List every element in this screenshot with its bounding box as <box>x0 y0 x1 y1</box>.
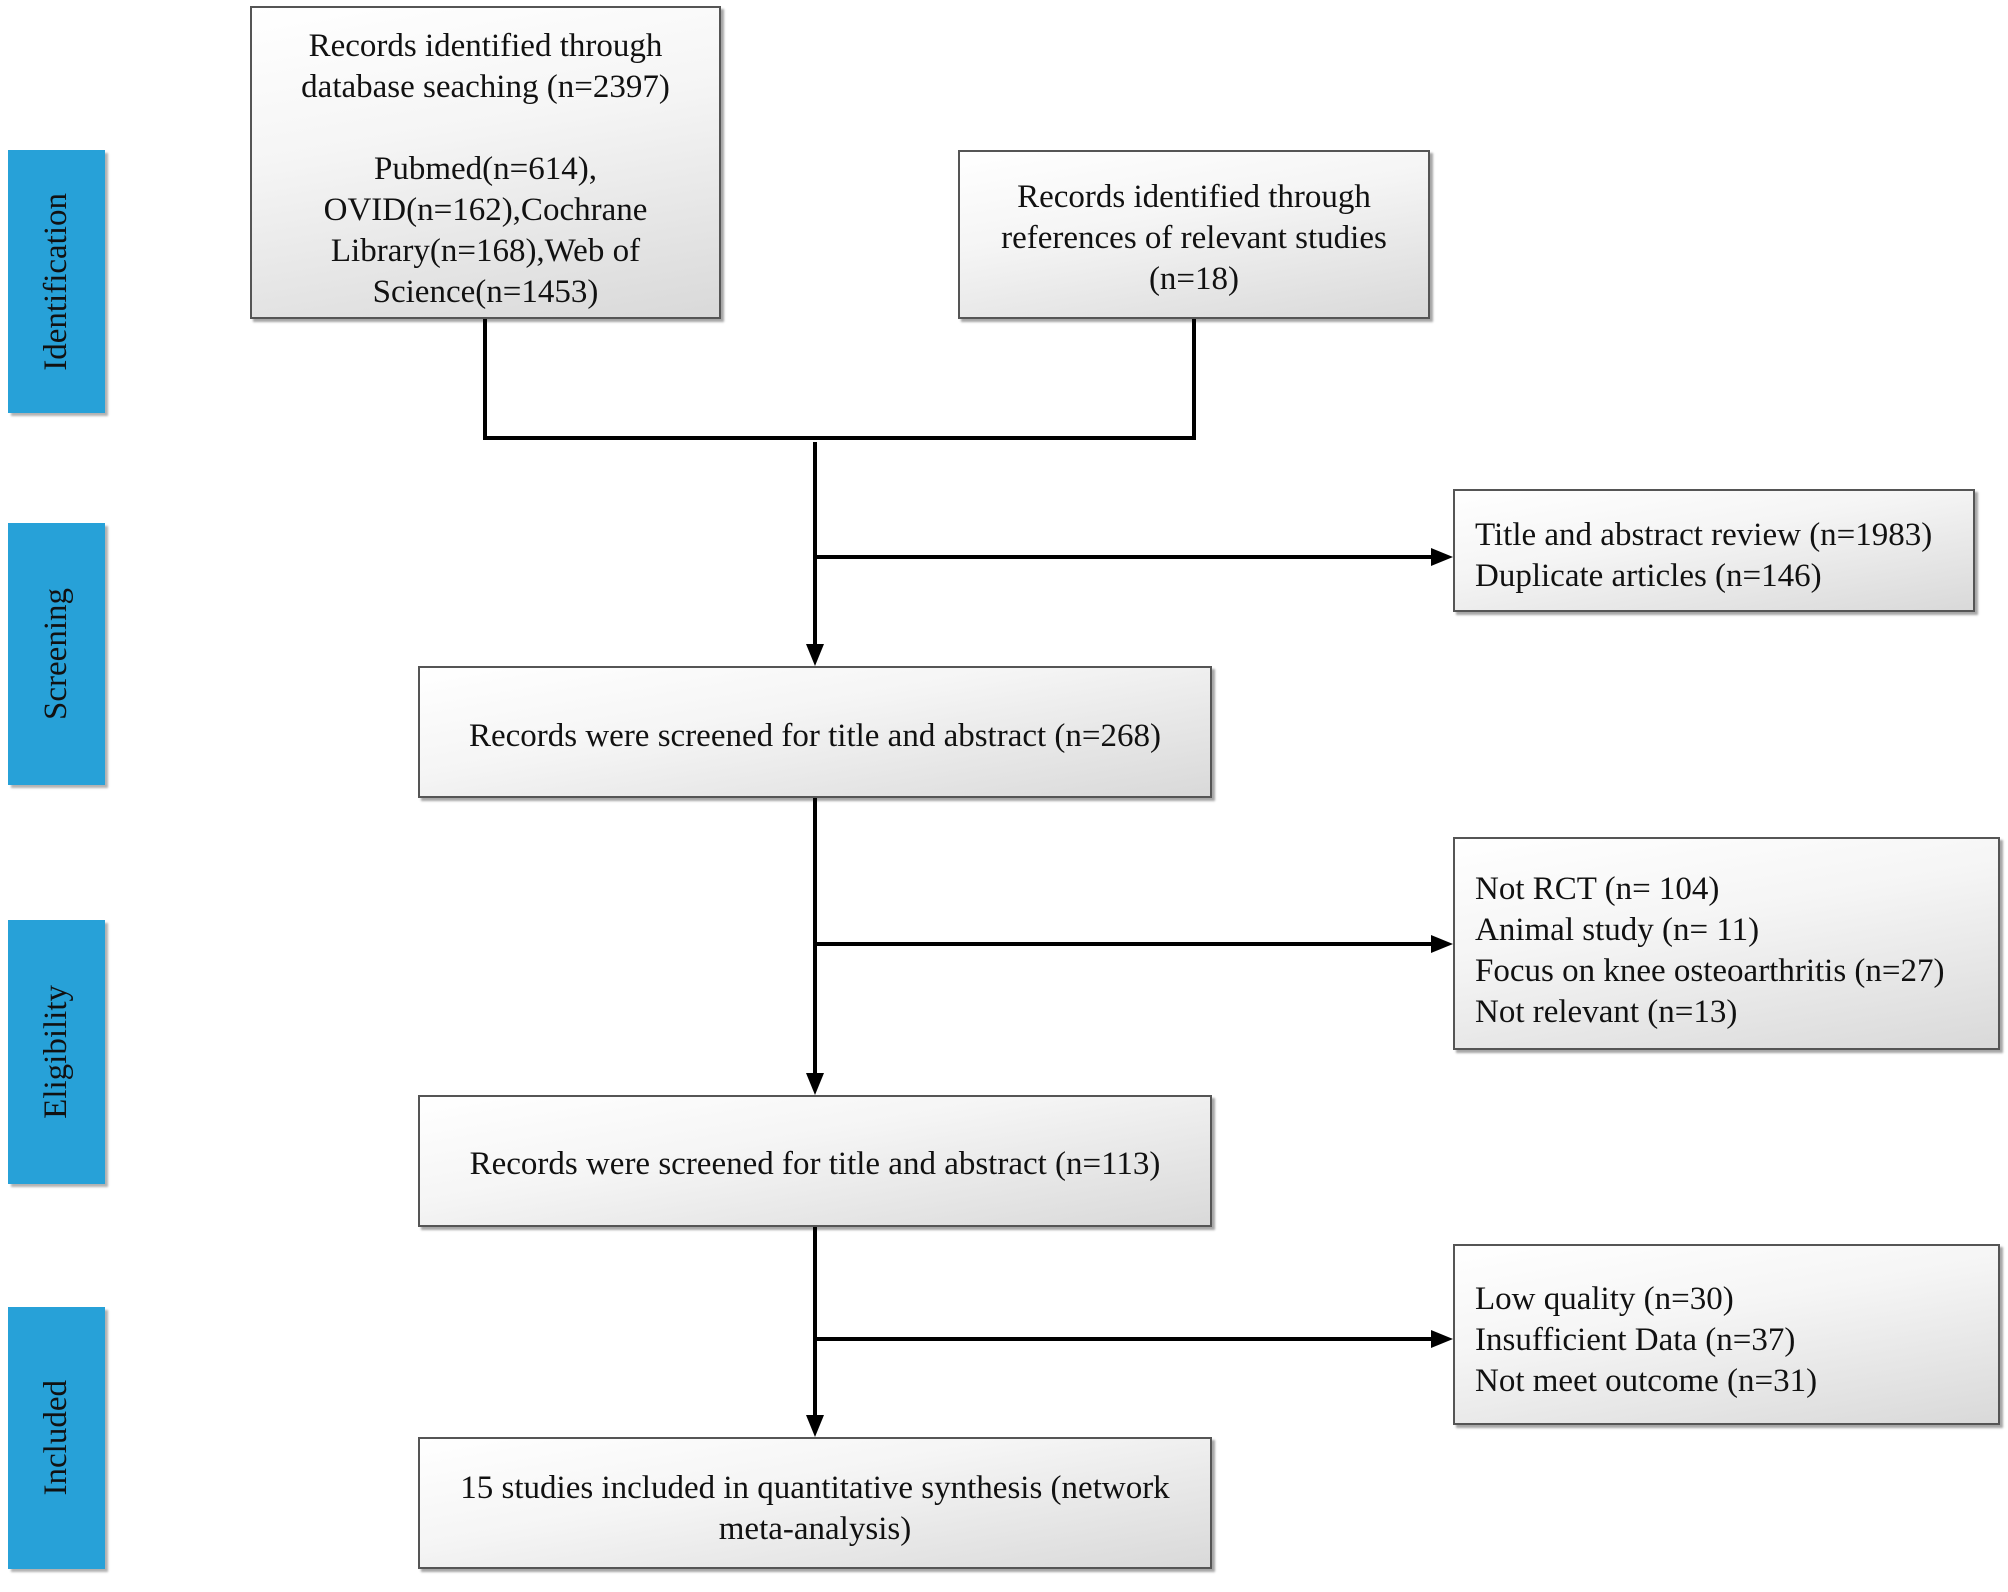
records-assessed-text: Records were screened for title and abst… <box>469 1146 1161 1182</box>
arrow-head <box>806 1073 824 1095</box>
stage-label-screening: Screening <box>8 523 105 785</box>
reference-search-text: Records identified through references of… <box>1001 179 1387 297</box>
stage-label-included: Included <box>8 1307 105 1569</box>
excluded-reason: Focus on knee osteoarthritis (n=27) <box>1475 952 1945 989</box>
stage-label-text: Eligibility <box>38 985 74 1119</box>
records-screened-text: Records were screened for title and abst… <box>468 718 1162 754</box>
excluded-reason: Insufficient Data (n=37) <box>1475 1322 1796 1358</box>
arrow-to-studies-included <box>806 1227 824 1437</box>
stage-label-identification: Identification <box>8 150 105 413</box>
arrow-to-excluded-screening <box>815 548 1453 566</box>
excluded-reason: Not meet outcome (n=31) <box>1475 1363 1818 1399</box>
stage-label-text: Screening <box>38 588 74 720</box>
excluded-reason: Low quality (n=30) <box>1475 1281 1734 1317</box>
arrow-to-records-screened <box>806 442 824 666</box>
reference-search-box: Records identified through references of… <box>958 150 1430 319</box>
excluded-reason: Not relevant (n=13) <box>1475 993 1738 1030</box>
stage-label-eligibility: Eligibility <box>8 920 105 1184</box>
excluded-reason: Duplicate articles (n=146) <box>1475 557 1822 594</box>
excluded-screening-box: Title and abstract review (n=1983) Dupli… <box>1453 489 1975 612</box>
arrow-to-records-assessed <box>806 798 824 1095</box>
arrow-head <box>1431 1330 1453 1348</box>
excluded-included-box: Low quality (n=30) Insufficient Data (n=… <box>1453 1244 2000 1425</box>
arrow-head <box>806 644 824 666</box>
merge-connector <box>483 319 1196 440</box>
arrow-head <box>1431 935 1453 953</box>
records-assessed-box: Records were screened for title and abst… <box>418 1095 1212 1227</box>
arrow-to-excluded-included <box>815 1330 1453 1348</box>
database-search-box: Records identified through database seac… <box>250 6 721 319</box>
excluded-reason: Not RCT (n= 104) <box>1475 870 1720 907</box>
excluded-eligibility-box: Not RCT (n= 104) Animal study (n= 11) Fo… <box>1453 837 2000 1050</box>
stage-label-text: Included <box>38 1380 74 1496</box>
arrow-head <box>1431 548 1453 566</box>
studies-included-text: 15 studies included in quantitative synt… <box>460 1470 1170 1547</box>
database-search-sources: Pubmed(n=614), OVID(n=162),Cochrane Libr… <box>323 151 648 310</box>
arrow-head <box>806 1415 824 1437</box>
records-screened-box: Records were screened for title and abst… <box>418 666 1212 798</box>
database-search-summary: Records identified through database seac… <box>301 28 670 105</box>
excluded-reason: Title and abstract review (n=1983) <box>1475 516 1933 553</box>
stage-label-text: Identification <box>38 192 74 371</box>
studies-included-box: 15 studies included in quantitative synt… <box>418 1437 1212 1569</box>
arrow-to-excluded-eligibility <box>815 935 1453 953</box>
excluded-reason: Animal study (n= 11) <box>1475 911 1760 948</box>
